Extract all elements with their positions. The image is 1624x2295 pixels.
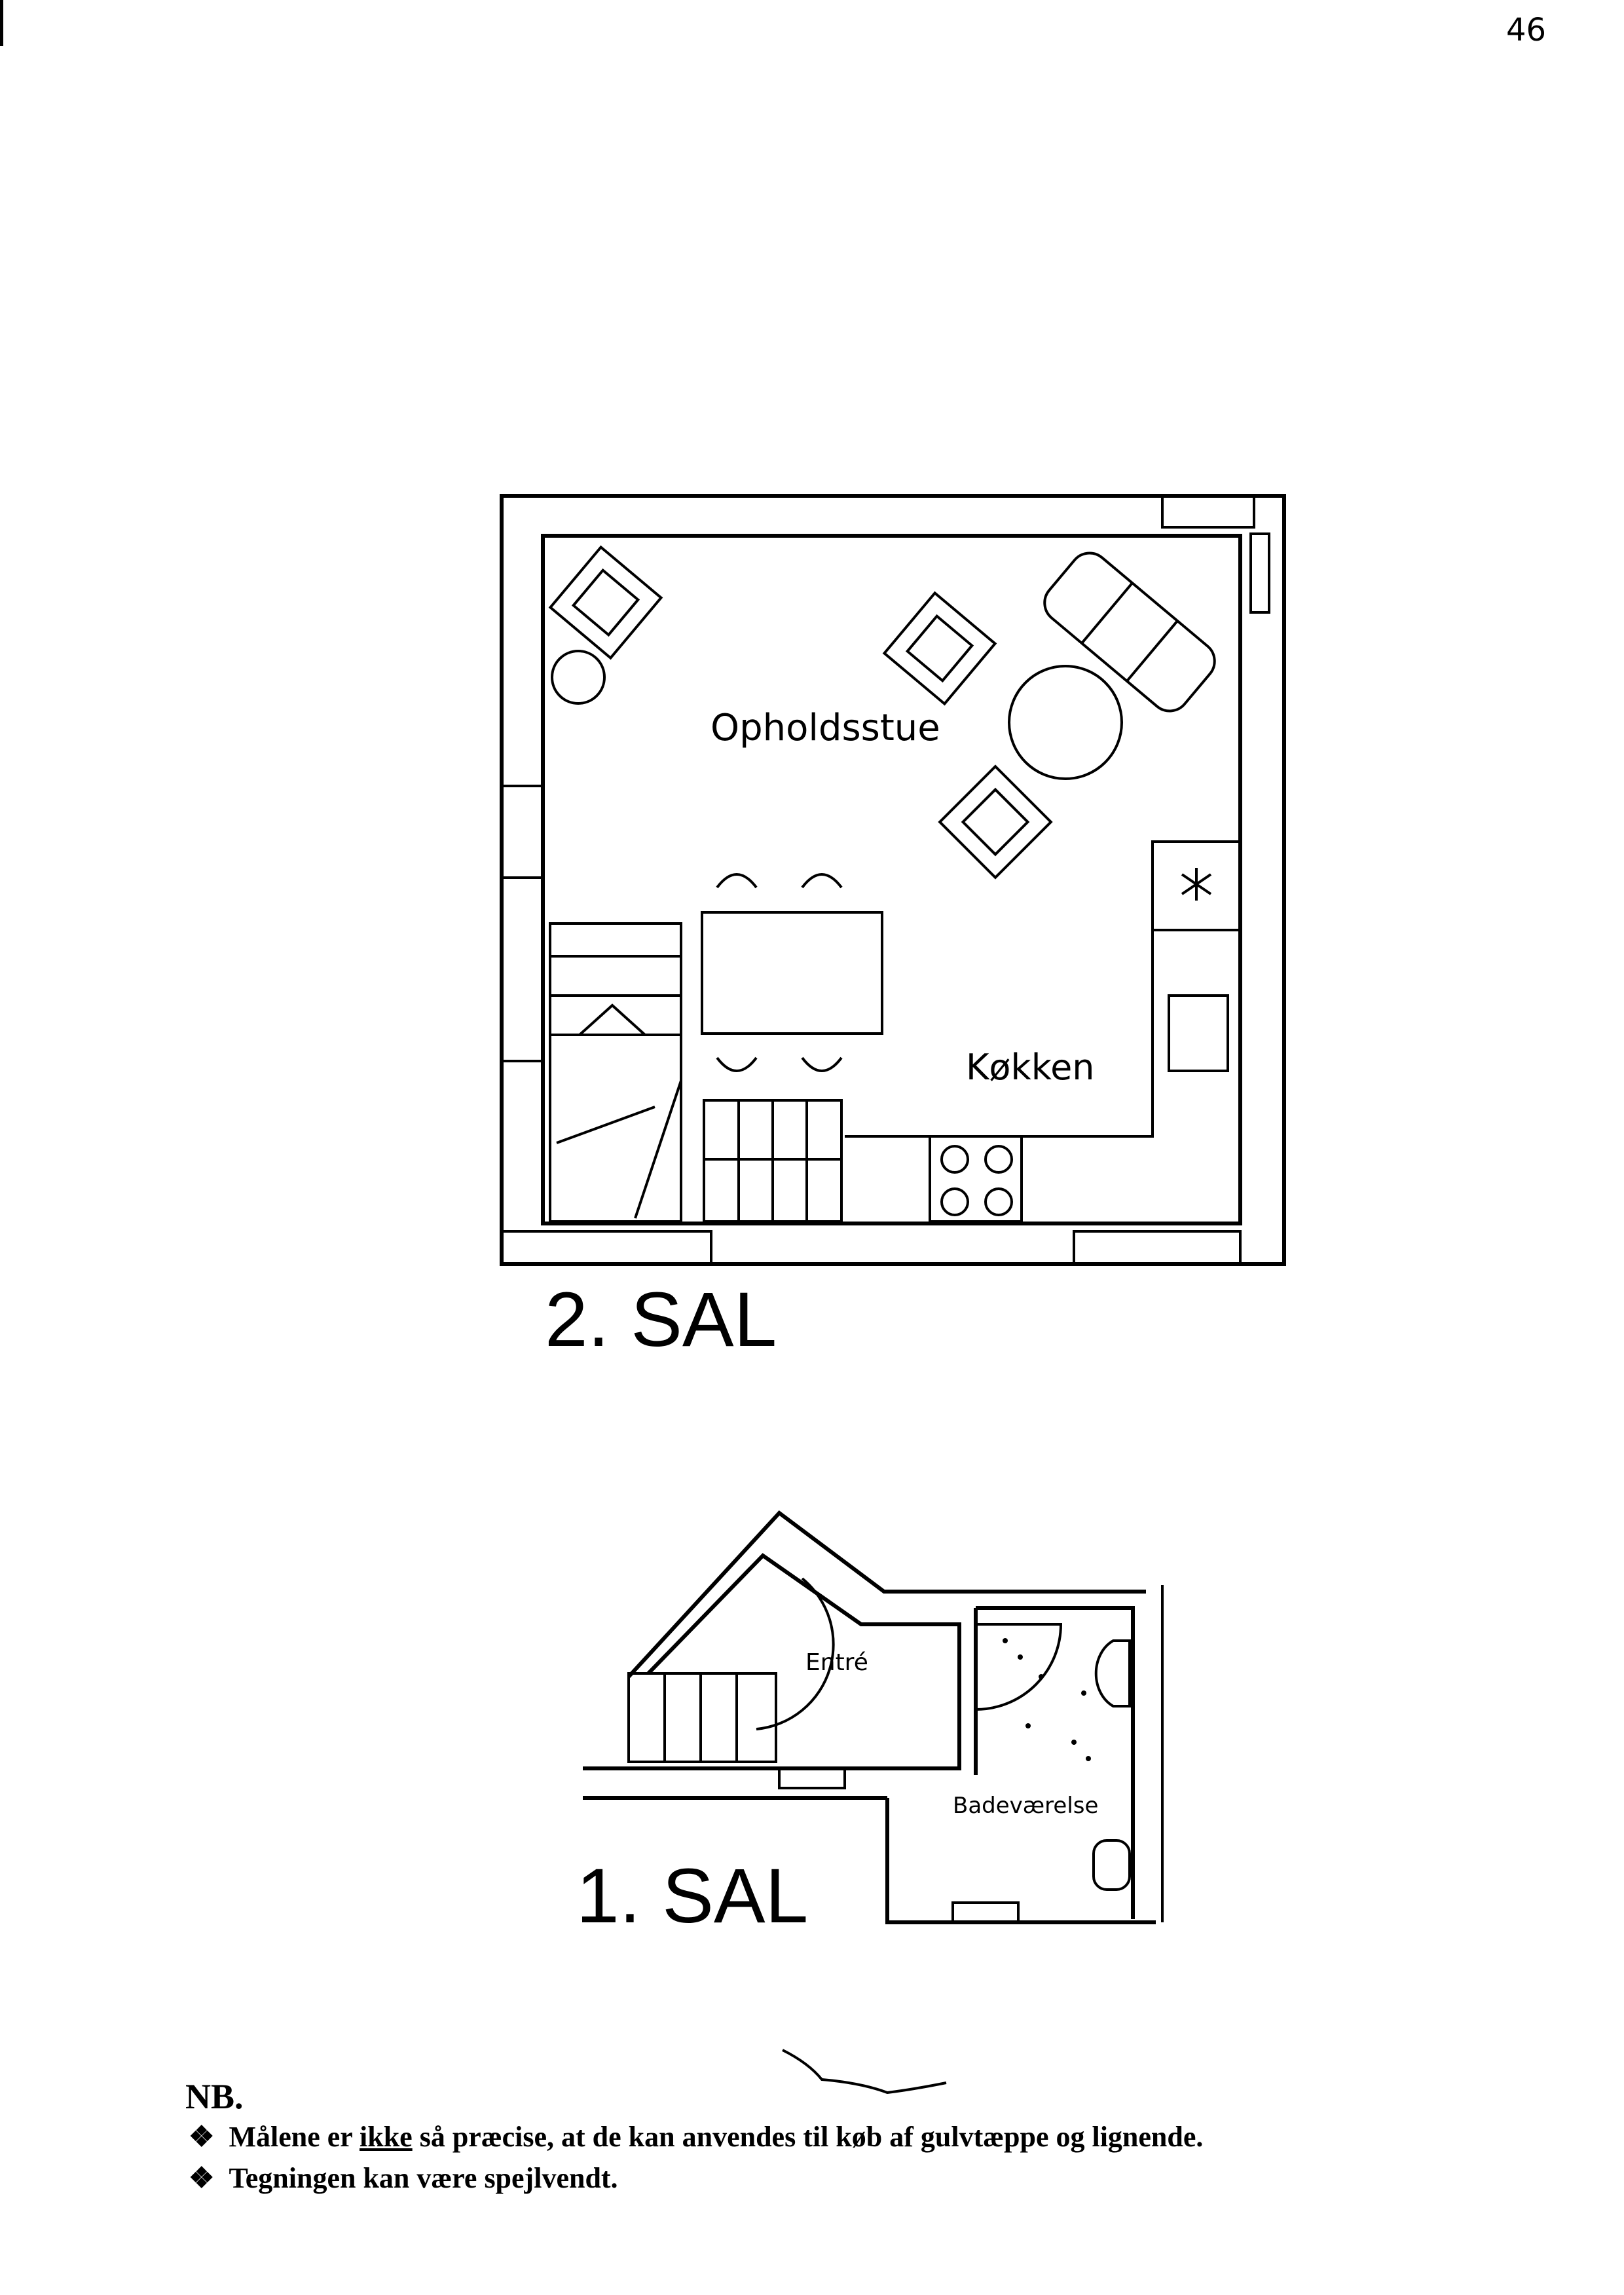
floor-1-plan: Entré Badeværelse 1. SAL	[576, 1510, 1164, 1939]
note-2: ❖ Tegningen kan være spejlvendt.	[189, 2161, 618, 2195]
room-label-kitchen: Køkken	[966, 1047, 1095, 1088]
bullet-icon: ❖	[189, 2121, 215, 2153]
note-1: ❖ Målene er ikke så præcise, at de kan a…	[189, 2120, 1203, 2154]
floor-1-title: 1. SAL	[576, 1853, 808, 1939]
note-1-text-end: så præcise, at de kan anvendes til køb a…	[412, 2121, 1204, 2153]
notes-heading: NB.	[185, 2077, 244, 2116]
note-1-text: Målene er	[229, 2121, 360, 2153]
floor-2-title: 2. SAL	[545, 1277, 777, 1363]
bullet-icon: ❖	[189, 2162, 215, 2194]
room-label-entry: Entré	[805, 1649, 868, 1676]
note-1-emphasis: ikke	[360, 2121, 413, 2153]
page-number: 46	[1506, 12, 1546, 48]
scan-mark	[782, 2049, 947, 2095]
note-2-text: Tegningen kan være spejlvendt.	[229, 2162, 618, 2194]
room-label-bathroom: Badeværelse	[953, 1793, 1098, 1819]
floor-2-plan: Opholdsstue Køkken 2. SAL	[500, 494, 1286, 1363]
room-label-living: Opholdsstue	[710, 707, 940, 749]
